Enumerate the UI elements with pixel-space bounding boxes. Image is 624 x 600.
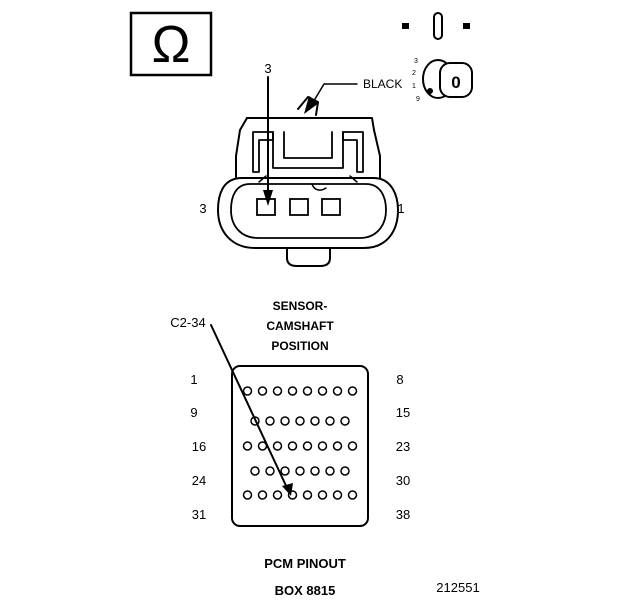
pcm-pin [310, 416, 320, 426]
switch-pos-1: 1 [412, 83, 416, 90]
pcm-pin [242, 441, 253, 451]
pcm-pin [317, 441, 328, 451]
pcm-callout-line [210, 324, 289, 491]
switch-pos-3: 3 [414, 58, 418, 65]
pcm-pin [302, 441, 313, 451]
pcm-callout-arrowhead [282, 483, 293, 496]
pcm-pin [242, 386, 253, 396]
pcm-pin [257, 386, 268, 396]
pcm-pin [332, 490, 343, 500]
pcm-pin [317, 490, 328, 500]
switch-pos-9: 9 [416, 96, 420, 103]
pcm-pin [347, 490, 358, 500]
pcm-pin [317, 386, 328, 396]
figure-number: 212551 [436, 580, 479, 595]
row-start-label: 1 [190, 372, 197, 387]
pcm-pin [332, 386, 343, 396]
pcm-pin [257, 441, 268, 451]
pcm-pin [287, 490, 298, 500]
pcm-pin [257, 490, 268, 500]
pcm-title-line-1: PCM PINOUT [264, 556, 346, 571]
pcm-title-line-2: BOX 8815 [275, 583, 336, 598]
row-end-label: 23 [396, 439, 410, 454]
connector-right-pin-label: 1 [397, 201, 404, 216]
wire-callout-line [311, 83, 358, 105]
pcm-callout-label: C2-34 [170, 315, 205, 330]
pcm-pin [347, 441, 358, 451]
switch-pos-2: 2 [412, 70, 416, 77]
row-end-label: 8 [396, 372, 403, 387]
pcm-pin [250, 416, 260, 426]
pcm-pin [272, 490, 283, 500]
pcm-pin-grid [242, 386, 358, 500]
row-start-label: 24 [192, 473, 206, 488]
pcm-pin [302, 490, 313, 500]
pcm-pin [340, 416, 350, 426]
pcm-pin [295, 466, 305, 476]
pcm-pin [280, 416, 290, 426]
row-start-label: 9 [190, 405, 197, 420]
pcm-pin [280, 466, 290, 476]
pcm-pin [250, 466, 260, 476]
pcm-pin [302, 386, 313, 396]
row-end-label: 30 [396, 473, 410, 488]
connector-callout-pin: 3 [264, 61, 271, 76]
pcm-pin [332, 441, 343, 451]
switch-knob-label: 0 [451, 73, 460, 92]
row-end-label: 15 [396, 405, 410, 420]
pcm-pin [310, 466, 320, 476]
sensor-label-line-3: POSITION [271, 339, 328, 353]
pcm-pin [287, 386, 298, 396]
pcm-pin [272, 386, 283, 396]
row-start-label: 31 [192, 507, 206, 522]
wire-color-label: BLACK [363, 77, 402, 91]
pcm-pin [272, 441, 283, 451]
connector-body [217, 96, 399, 267]
meter-switch-icon: 3 2 1 9 0 [402, 12, 473, 103]
connector-left-pin-label: 3 [199, 201, 206, 216]
pcm-pin [325, 416, 335, 426]
pcm-pin [347, 386, 358, 396]
callout-arrowhead [263, 190, 273, 206]
pcm-pin [287, 441, 298, 451]
pcm-pin [295, 416, 305, 426]
row-start-label: 16 [192, 439, 206, 454]
pcm-pin [242, 490, 253, 500]
pcm-pin [325, 466, 335, 476]
sensor-label-line-2: CAMSHAFT [266, 319, 334, 333]
pcm-connector-outline [231, 365, 369, 527]
pcm-pin [340, 466, 350, 476]
ohm-symbol-box: Ω [129, 11, 213, 77]
ohm-symbol: Ω [152, 16, 191, 74]
row-end-label: 38 [396, 507, 410, 522]
sensor-label-line-1: SENSOR- [273, 299, 328, 313]
pcm-pin [265, 416, 275, 426]
pcm-pin [265, 466, 275, 476]
